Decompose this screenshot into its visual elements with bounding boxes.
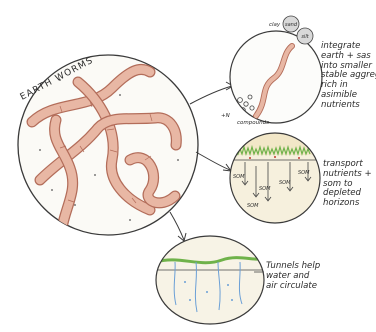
top-panel-note: integrate earth + sas into smaller stabl…: [321, 42, 376, 111]
som-label-2: SOM: [259, 186, 271, 192]
transport-contents: SOM SOM SOM SOM SOM: [228, 130, 323, 225]
som-label-4: SOM: [298, 170, 310, 176]
mid-note-line: horizons: [323, 199, 372, 209]
particle-label-silt: silt: [301, 34, 309, 40]
som-label-1: SOM: [233, 174, 245, 180]
tunnels-panel: [150, 230, 270, 327]
clay-label: clay: [269, 22, 281, 28]
particle-label-sand: sand: [285, 22, 298, 28]
bottom-panel-note: Tunnels help water and air circulate: [266, 262, 320, 291]
main-earthworm-circle: EARTH WORMS: [18, 55, 198, 235]
som-label-5: SOM: [247, 203, 259, 209]
particle-sand: sand: [283, 16, 299, 32]
aggregate-panel: sand silt clay +N compounds: [221, 16, 322, 126]
compounds-label: compounds: [237, 120, 269, 126]
tunnels-contents: [150, 230, 270, 327]
arrow-to-mid-panel: [196, 152, 230, 170]
bottom-note-line: air circulate: [266, 282, 320, 292]
arrow-to-top-panel: [190, 86, 232, 104]
soil-layer: [150, 230, 270, 327]
transport-panel: SOM SOM SOM SOM SOM: [228, 130, 323, 225]
nutrient-label: +N: [221, 113, 230, 119]
arrow-to-bottom-panel: [170, 212, 184, 240]
som-label-3: SOM: [279, 180, 291, 186]
mid-panel-note: transport nutrients + som to depleted ho…: [323, 160, 372, 209]
particle-silt: silt: [297, 28, 313, 44]
top-note-line: nutrients: [321, 101, 376, 111]
